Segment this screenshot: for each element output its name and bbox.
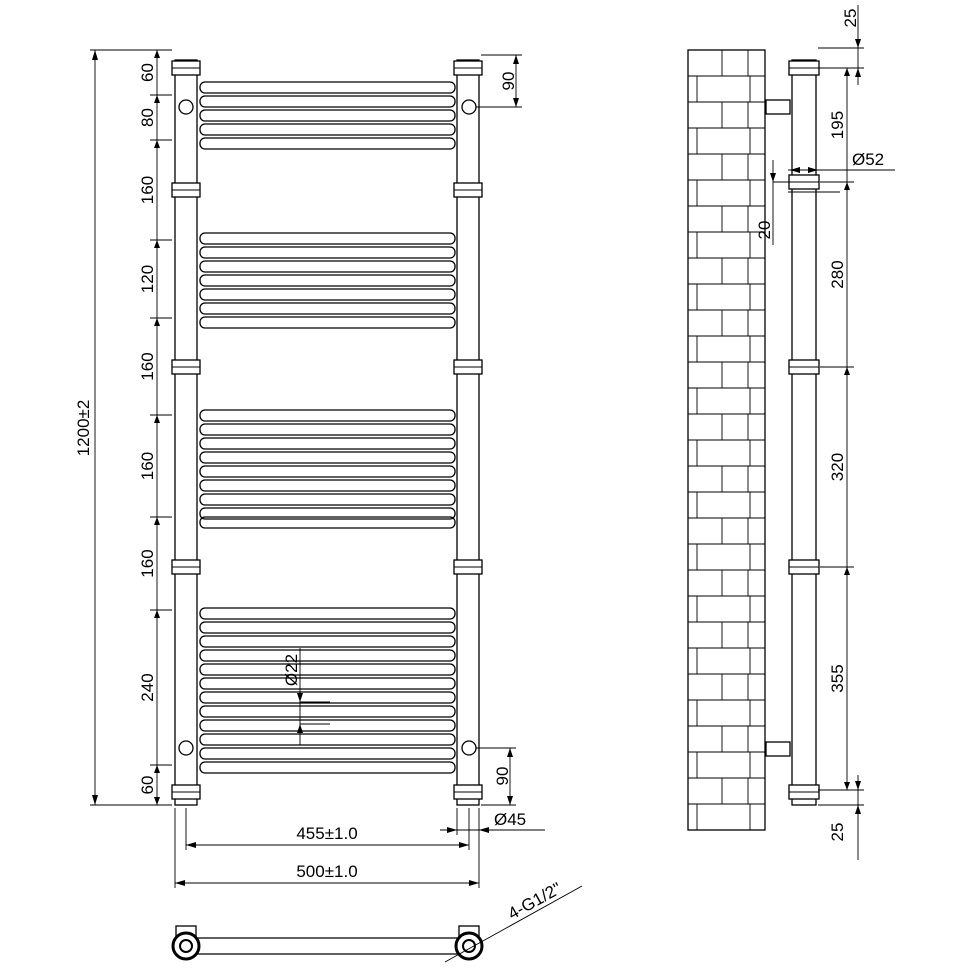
collar-dia-label: Ø52 [852, 150, 884, 169]
radiator-tube [199, 81, 456, 94]
side-dim-label: 280 [828, 260, 847, 288]
side-view: 25 195 280 320 355 Ø52 20 25 [687, 5, 895, 860]
radiator-tube [199, 719, 456, 732]
tube-diameter-dimension: Ø22 [282, 648, 330, 745]
width-dimensions: 455±1.0 500±1.0 Ø45 [174, 808, 545, 888]
radiator-tube [199, 733, 456, 746]
right-top-dimension: 90 [476, 54, 522, 108]
right-bottom-dimension: 90 [476, 747, 516, 806]
left-dim-label: 160 [138, 549, 157, 577]
radiator-tube [199, 635, 456, 648]
left-dim-label: 60 [138, 63, 157, 82]
radiator-tube [199, 663, 456, 676]
left-dim-label: 160 [138, 176, 157, 204]
bottom-right-connection [454, 925, 484, 961]
radiator-tube [199, 607, 456, 620]
wall-gap-label: 20 [755, 221, 774, 240]
radiator-tube [199, 516, 456, 529]
radiator-tube [199, 95, 456, 108]
radiator-tube [199, 761, 456, 774]
side-bottom-label: 25 [828, 823, 847, 842]
radiator-tube [199, 260, 456, 273]
radiator-tube [199, 232, 456, 245]
radiator-tube [199, 451, 456, 464]
axis-width-label: 455±1.0 [296, 824, 357, 843]
side-top-dimension: 25 [818, 5, 864, 85]
side-dim-label: 195 [828, 111, 847, 139]
right-bottom-label: 90 [493, 767, 512, 786]
right-collector [456, 59, 480, 806]
radiator-tube [199, 109, 456, 122]
radiator-tube [199, 288, 456, 301]
collar-diameter-dimension: Ø52 [788, 150, 895, 193]
radiator-tube [199, 437, 456, 450]
side-bottom-dimension: 25 [818, 775, 864, 860]
wall-gap-dimension: 20 [755, 160, 792, 245]
right-top-label: 90 [499, 72, 518, 91]
radiator-tube [199, 137, 456, 150]
horizontal-tubes [199, 81, 456, 774]
side-bracket-top [765, 99, 791, 115]
bracket-bottom-right [461, 740, 477, 756]
left-dim-label: 160 [138, 452, 157, 480]
radiator-tube [199, 274, 456, 287]
bracket-top-left [178, 99, 194, 115]
radiator-tube [199, 246, 456, 259]
left-collector [174, 59, 198, 806]
left-dim-label: 80 [138, 108, 157, 127]
radiator-tube [199, 621, 456, 634]
radiator-tube [199, 691, 456, 704]
bottom-view: 4-G1/2" [171, 879, 583, 963]
side-bracket-bottom [765, 741, 791, 757]
radiator-tube [199, 649, 456, 662]
bracket-top-right [461, 99, 477, 115]
radiator-tube [199, 507, 456, 520]
side-dim-label: 355 [828, 664, 847, 692]
left-dim-label: 160 [138, 352, 157, 380]
radiator-tube [199, 465, 456, 478]
bracket-bottom-left [178, 740, 194, 756]
height-total-label: 1200±2 [74, 400, 93, 457]
front-view: 1200±2 60 80 160 120 160 160 160 240 60 90 90 [74, 49, 545, 888]
side-collector [791, 59, 817, 806]
radiator-tube [199, 493, 456, 506]
left-dim-label: 120 [138, 265, 157, 293]
bottom-left-connection [171, 925, 201, 961]
side-dim-label: 320 [828, 453, 847, 481]
radiator-tube [199, 677, 456, 690]
radiator-tube [199, 409, 456, 422]
radiator-tube [199, 316, 456, 329]
radiator-tube [199, 302, 456, 315]
side-top-label: 25 [841, 9, 860, 28]
tube-dia-label: Ø22 [282, 654, 301, 686]
collector-dia-label: Ø45 [494, 810, 526, 829]
side-joints [788, 60, 820, 800]
height-dimension: 1200±2 [74, 49, 172, 806]
left-dim-label: 60 [138, 776, 157, 795]
left-chain-dimension: 60 80 160 120 160 160 160 240 60 [138, 49, 172, 806]
overall-width-label: 500±1.0 [296, 862, 357, 881]
brick-wall [687, 49, 766, 831]
side-chain-dimension: 195 280 320 355 [820, 67, 854, 791]
radiator-tube [199, 747, 456, 760]
radiator-tube [199, 123, 456, 136]
radiator-tube [199, 423, 456, 436]
connections-label: 4-G1/2" [505, 879, 565, 924]
collector-joints [171, 60, 483, 800]
radiator-tube [199, 705, 456, 718]
left-dim-label: 240 [138, 673, 157, 701]
radiator-tube [199, 479, 456, 492]
